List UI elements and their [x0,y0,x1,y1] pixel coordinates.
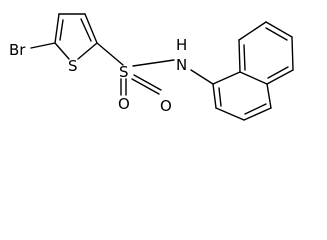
bond-c2-c3 [84,13,98,44]
bond-c3-c4 [243,107,272,121]
thiophene-ring [54,13,98,60]
bond-c2-c3-double [80,18,92,42]
atom-label-amine-hydrogen: H [176,36,187,54]
bond-c5-c4a-double [267,66,289,79]
bond-c1-c8a [212,71,241,85]
bond-c8a-c8-double [243,44,246,71]
naphthalene-right-ring [238,21,294,85]
bond-nh-c1 [190,69,214,85]
bond-c4-c5 [54,13,60,44]
bond-c6-c5 [291,36,294,71]
bond-c1-c2 [212,83,217,109]
bond-c5-s1 [54,42,70,60]
bond-so2-oxygen-bottom [131,78,160,95]
bond-c1-c2-double [218,87,222,107]
bond-c4-c4a [266,83,272,109]
naphthalene-left-ring [212,71,272,121]
atom-label-amine-nitrogen: N [176,56,187,74]
atom-label-sulfonyl-sulfur: S [119,63,129,81]
atom-label-thiophene-sulfur: S [68,57,78,75]
bond-c4a-c8a [239,71,268,85]
bond-so2-oxygen-bottom-double [133,74,162,91]
bond-c5-c4a [266,69,294,85]
sulfonyl-group [96,42,175,96]
atom-label-bromine: Br [9,41,26,59]
atom-label-oxygen-bottom: O [160,97,172,115]
canvas-background [0,0,327,147]
bond-s1-c2 [77,42,98,60]
bond-c7-c6-double [265,27,288,41]
bond-c2-so2 [96,42,124,66]
molecule-structure: Br S S O O N H [0,0,327,147]
bond-c8-c7 [238,21,267,41]
bond-c7-c6 [265,21,293,38]
bond-c5-br [30,42,56,49]
bond-c3-c4-double [244,103,267,115]
bond-so2-nh [132,59,175,67]
bond-c2-c3 [215,107,245,121]
bond-c8a-c8 [238,39,241,73]
atom-label-oxygen-top: O [118,95,130,113]
bond-c4-c5-double [59,19,64,41]
